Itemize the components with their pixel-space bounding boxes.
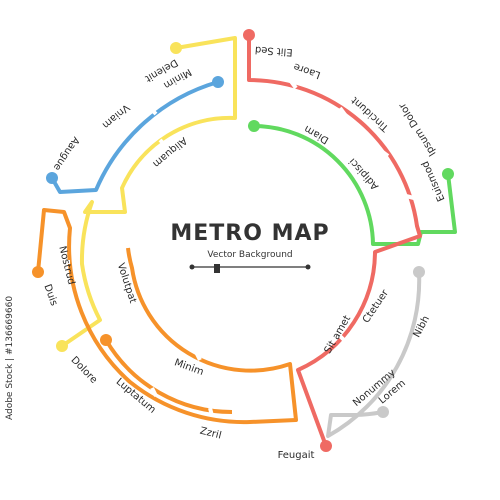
station-label: Adipisci bbox=[347, 156, 381, 192]
station-tick bbox=[405, 194, 415, 200]
red-line-terminal-a bbox=[243, 29, 255, 41]
station-label: Ipsum Dolor bbox=[397, 100, 439, 158]
station-label: Feugait bbox=[278, 450, 315, 461]
gray-line-path bbox=[326, 271, 422, 438]
blue-line-terminal-b bbox=[46, 172, 58, 184]
station-tick bbox=[338, 106, 348, 118]
green-line-path bbox=[253, 124, 457, 246]
station-tick bbox=[208, 407, 214, 417]
orange-line-path bbox=[36, 208, 298, 425]
blue-line bbox=[46, 76, 224, 194]
yellow-line-path bbox=[60, 36, 237, 348]
blue-line-terminal-a bbox=[212, 76, 224, 88]
cursor-icon bbox=[214, 264, 220, 273]
station-tick bbox=[308, 126, 316, 136]
map-title: METRO MAP bbox=[170, 221, 329, 246]
gray-line-terminal-b bbox=[377, 406, 389, 418]
station-tick bbox=[358, 368, 368, 378]
station-tick bbox=[150, 387, 158, 397]
station-tick bbox=[194, 351, 202, 361]
station-ticks bbox=[62, 78, 415, 417]
yellow-line-terminal-a bbox=[170, 42, 182, 54]
station-label: Nostrud bbox=[56, 245, 76, 286]
underline-dot-left bbox=[189, 264, 195, 270]
station-label: Zzril bbox=[199, 426, 223, 442]
green-line bbox=[248, 120, 457, 246]
yellow-line-terminal-b bbox=[56, 340, 68, 352]
station-tick bbox=[288, 78, 298, 90]
station-tick bbox=[158, 138, 168, 148]
station-tick bbox=[381, 314, 391, 322]
yellow-line bbox=[56, 36, 237, 352]
green-line-terminal-b bbox=[442, 168, 454, 180]
underline-dot-right bbox=[305, 264, 311, 270]
green-line-terminal-a bbox=[248, 120, 260, 132]
station-label: Elit Sed bbox=[255, 44, 294, 58]
blue-line-path bbox=[50, 80, 219, 194]
station-label: Laore bbox=[292, 60, 322, 80]
map-subtitle: Vector Background bbox=[207, 250, 292, 260]
red-line-terminal-b bbox=[320, 440, 332, 452]
station-label: Dolore bbox=[68, 355, 99, 386]
orange-line-terminal-a bbox=[32, 266, 44, 278]
stock-watermark: Adobe Stock | #136669660 bbox=[5, 296, 15, 420]
station-label: Euismod bbox=[420, 159, 447, 203]
station-tick bbox=[148, 106, 158, 116]
station-label: Aaugue bbox=[51, 135, 81, 173]
station-tick bbox=[87, 276, 97, 282]
station-label: Duis bbox=[41, 283, 59, 307]
gray-line-terminal-a bbox=[413, 266, 425, 278]
gray-line bbox=[326, 266, 425, 438]
station-label: Sit amet bbox=[323, 314, 354, 356]
station-tick bbox=[106, 144, 116, 154]
station-label: Tincidunt bbox=[349, 94, 391, 134]
station-tick bbox=[336, 332, 346, 342]
station-tick bbox=[378, 148, 390, 158]
orange-line-terminal-b bbox=[100, 334, 112, 346]
station-label: Aliquam bbox=[150, 135, 188, 170]
orange-line bbox=[32, 208, 298, 425]
station-tick bbox=[338, 144, 348, 154]
station-label: Vniam bbox=[100, 101, 131, 130]
station-tick bbox=[116, 294, 126, 302]
center-title-group: METRO MAP Vector Background bbox=[170, 221, 329, 273]
